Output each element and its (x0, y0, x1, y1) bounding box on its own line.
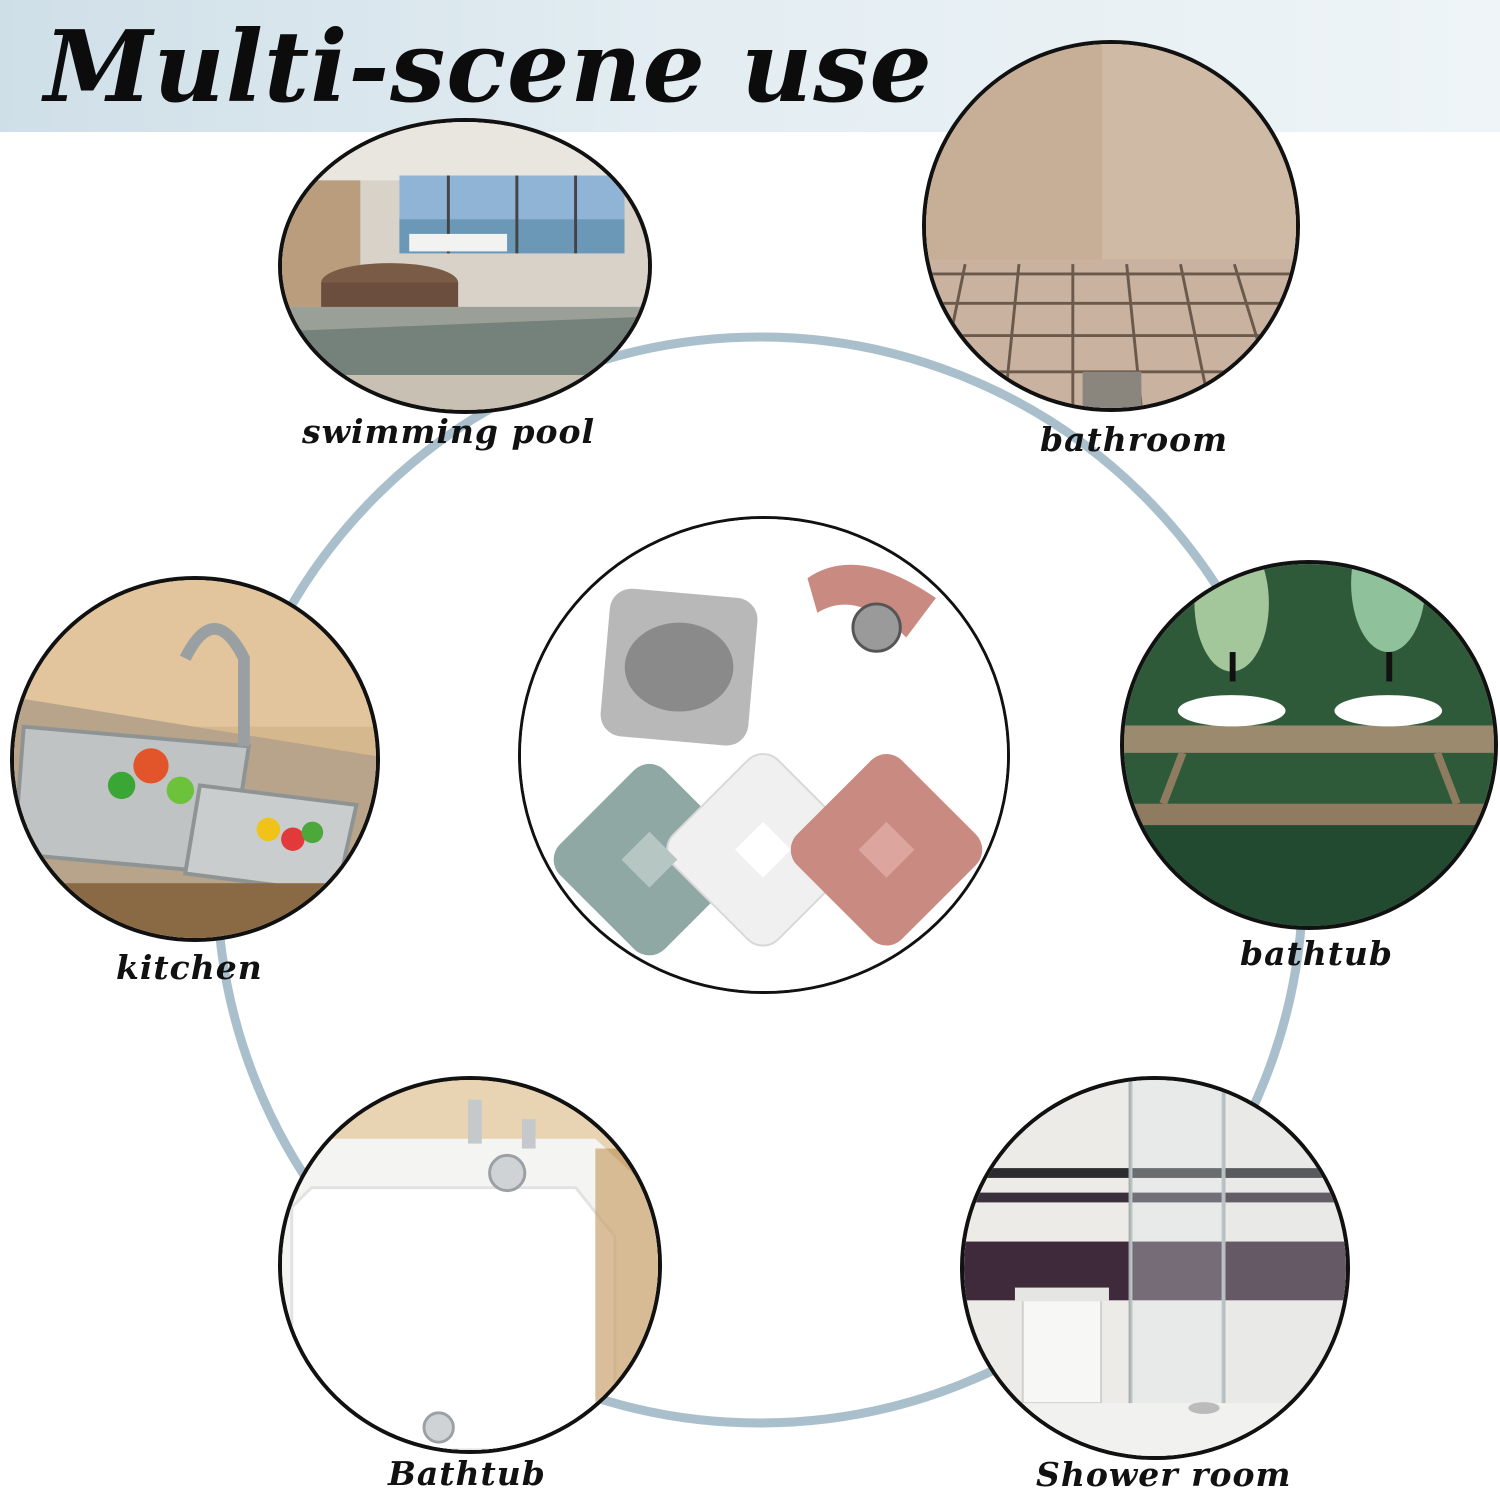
product-circle (518, 516, 1010, 994)
double-vanity-basin-photo (1124, 564, 1494, 926)
label-kitchen: kitchen (116, 948, 263, 987)
scene-kitchen (10, 576, 380, 942)
kitchen-sink-photo (14, 580, 376, 938)
scene-swimming-pool (278, 118, 652, 414)
label-bathroom: bathroom (1040, 420, 1229, 459)
drain-cover-product-photo (521, 519, 1007, 991)
scene-shower-room (960, 1076, 1350, 1460)
scene-bathtub-vanity (1120, 560, 1498, 930)
swimming-pool-photo (282, 122, 648, 410)
bathroom-tile-floor-photo (926, 44, 1296, 408)
scene-bathtub-white (278, 1076, 662, 1454)
label-shower-room: Shower room (1036, 1455, 1292, 1494)
glass-shower-room-photo (964, 1080, 1346, 1456)
label-swimming-pool: swimming pool (302, 412, 596, 451)
label-bathtub-white: Bathtub (388, 1454, 546, 1493)
scene-bathroom (922, 40, 1300, 412)
label-bathtub: bathtub (1240, 934, 1394, 973)
white-bathtub-photo (282, 1080, 658, 1450)
page-title: Multi-scene use (44, 10, 933, 125)
